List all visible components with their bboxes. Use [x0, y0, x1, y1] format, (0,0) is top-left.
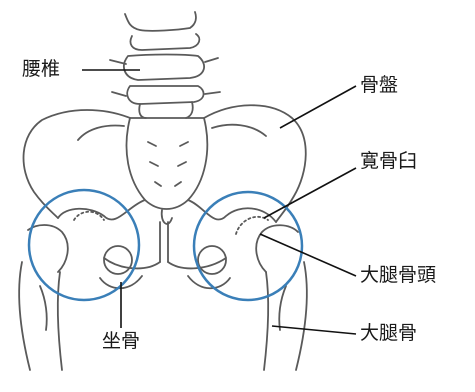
leader-femoral-head: [260, 234, 356, 276]
label-ischium: 坐骨: [102, 332, 140, 351]
label-femur: 大腿骨: [360, 324, 417, 343]
label-femoral-head: 大腿骨頭: [360, 266, 436, 285]
label-lumbar: 腰椎: [22, 60, 60, 79]
label-acetabulum: 寛骨臼: [360, 152, 417, 171]
pubic-symphysis: [104, 222, 226, 268]
lumbar-vertebrae: [110, 12, 220, 118]
leader-femur: [272, 326, 356, 334]
leader-acetabulum: [264, 168, 356, 218]
label-pelvis: 骨盤: [360, 76, 398, 95]
sacrum: [126, 118, 207, 224]
left-ilium: [24, 110, 145, 220]
left-hip-highlight-circle: [29, 190, 139, 300]
leader-pelvis: [280, 86, 356, 128]
